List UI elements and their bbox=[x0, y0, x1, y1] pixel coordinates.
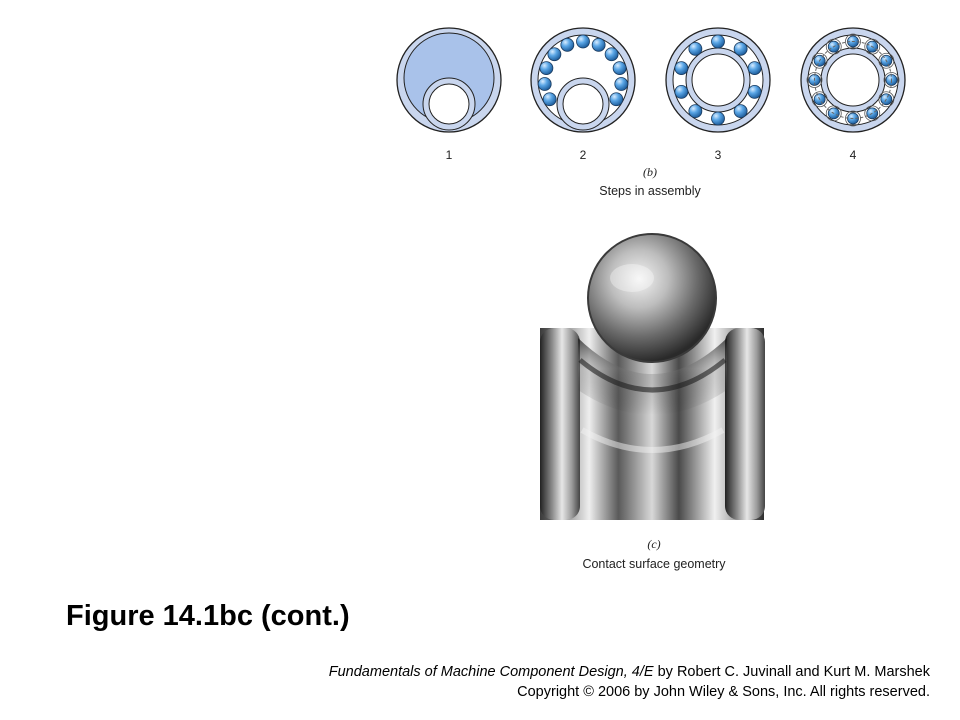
ball-icon bbox=[614, 77, 629, 91]
book-credit: Fundamentals of Machine Component Design… bbox=[210, 662, 930, 702]
cage-pocket-icon bbox=[845, 33, 861, 50]
cage-pocket-icon bbox=[806, 72, 823, 88]
ball-icon bbox=[591, 37, 606, 52]
step-label-2: 2 bbox=[580, 148, 587, 162]
cage-pocket-icon bbox=[878, 91, 895, 108]
credit-line-1: Fundamentals of Machine Component Design… bbox=[210, 662, 930, 682]
ball-icon bbox=[560, 37, 575, 52]
cage-pocket-icon bbox=[811, 52, 828, 69]
ball-icon bbox=[711, 111, 725, 126]
assembly-step-3 bbox=[665, 27, 771, 133]
ball-icon bbox=[747, 85, 762, 99]
step-label-3: 3 bbox=[715, 148, 722, 162]
figure-title: Figure 14.1bc (cont.) bbox=[66, 600, 350, 632]
ball-icon bbox=[547, 47, 562, 62]
cage-pocket-icon bbox=[883, 72, 900, 88]
ball-icon bbox=[711, 34, 725, 49]
ball-icon bbox=[674, 61, 689, 75]
ball-icon bbox=[542, 92, 557, 107]
copyright-notice: Copyright © 2006 by John Wiley & Sons, I… bbox=[517, 684, 930, 700]
book-title: Fundamentals of Machine Component Design… bbox=[328, 664, 654, 680]
assembly-step-1 bbox=[396, 27, 502, 133]
cage-pocket-icon bbox=[878, 52, 895, 69]
step-label-4: 4 bbox=[850, 148, 857, 162]
ball-icon bbox=[612, 61, 627, 75]
ball-icon bbox=[604, 47, 619, 62]
cage-pocket-icon bbox=[825, 38, 842, 55]
cage-pocket-icon bbox=[864, 105, 881, 122]
figure-b-caption: Steps in assembly bbox=[599, 184, 701, 198]
step-label-1: 1 bbox=[446, 148, 453, 162]
cage-pocket-icon bbox=[845, 110, 861, 127]
book-authors: by Robert C. Juvinall and Kurt M. Marshe… bbox=[653, 664, 930, 680]
ball bbox=[587, 233, 717, 363]
ball-icon bbox=[747, 61, 762, 75]
cage-ring bbox=[814, 41, 892, 119]
ball-icon bbox=[609, 92, 624, 107]
ball-icon bbox=[688, 104, 703, 119]
assembly-step-2 bbox=[530, 27, 636, 133]
cage-pocket-icon bbox=[825, 105, 842, 122]
contact-geometry-photo bbox=[540, 233, 765, 520]
cage-pocket-icon bbox=[811, 91, 828, 108]
ball-icon bbox=[537, 77, 552, 91]
ball-icon bbox=[674, 85, 689, 99]
figure-c-caption: Contact surface geometry bbox=[582, 557, 726, 571]
ball-icon bbox=[539, 61, 554, 75]
ball-icon bbox=[733, 41, 748, 56]
ball-icon bbox=[576, 34, 590, 49]
ball-icon bbox=[733, 104, 748, 119]
assembly-steps-diagram: 1 2 3 4 bbox=[396, 27, 906, 162]
cage-pocket-icon bbox=[864, 38, 881, 55]
assembly-step-4 bbox=[800, 27, 906, 133]
figure-c-letter: (c) bbox=[647, 537, 661, 551]
ball-icon bbox=[688, 41, 703, 56]
figure-b-letter: (b) bbox=[643, 165, 657, 179]
